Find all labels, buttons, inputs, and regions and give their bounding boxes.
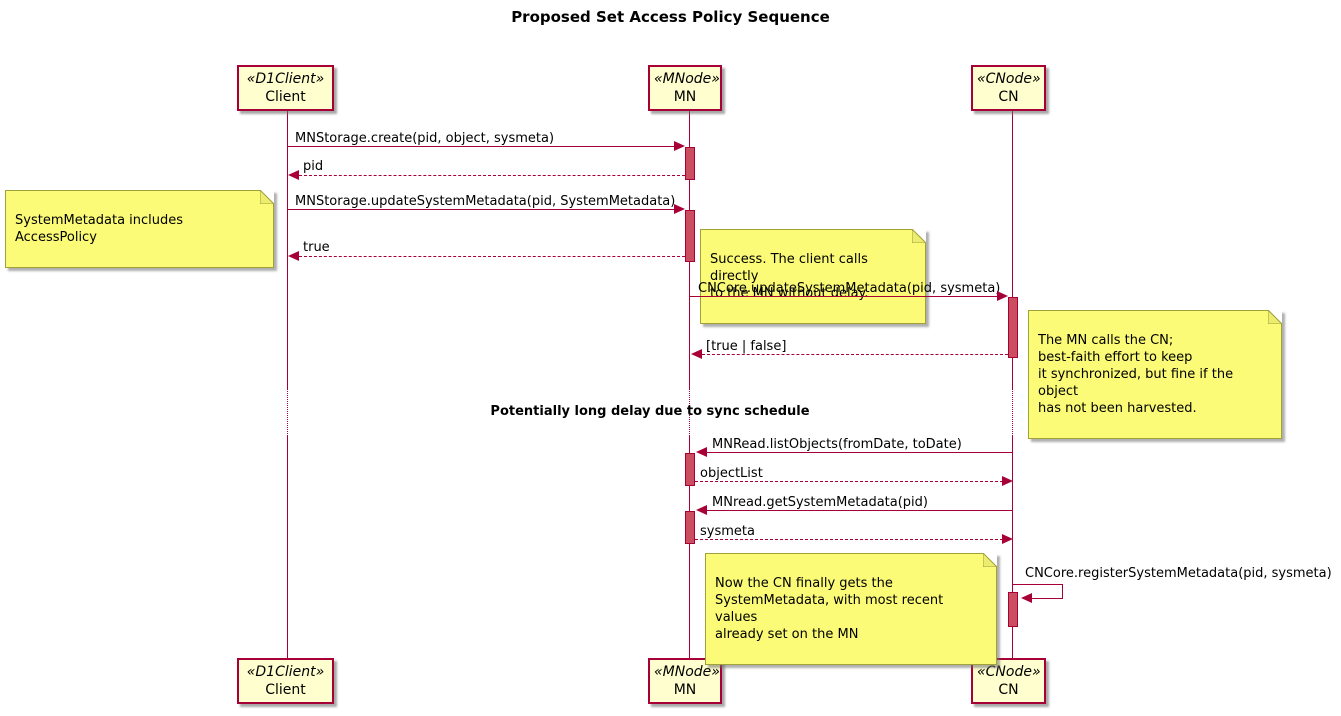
note-fold-icon [260,190,274,204]
note-fold-icon [983,553,997,567]
message-label: CNCore.updateSystemMetadata(pid, sysmeta… [698,281,1001,296]
self-message-vertical-line [1062,584,1063,598]
participant-mn-top: «MNode» MN [648,65,722,111]
message-label: true [303,240,330,255]
message-line [299,175,685,176]
message-line [707,510,1013,511]
arrowhead-left [691,349,702,359]
arrowhead-right [674,141,685,151]
lifeline-cn-delay [1012,389,1013,436]
participant-name: MN [673,682,697,698]
message-label: objectList [700,466,763,481]
arrowhead-right [674,204,685,214]
activation-mn-create [685,147,695,180]
note-mn-calls-cn: The MN calls the CN; best-faith effort t… [1028,310,1282,439]
participant-mn-bottom: «MNode» MN [648,658,722,704]
note-success: Success. The client calls directly to th… [700,229,926,324]
message-line [695,539,1003,540]
lifeline-mn-bottom [689,436,690,658]
participant-stereotype: «CNode» [977,71,1041,87]
message-line [690,296,998,297]
participant-name: CN [998,89,1019,105]
lifeline-cn-bottom [1012,436,1013,658]
arrowhead-right [997,291,1008,301]
participant-name: CN [998,682,1019,698]
arrowhead-right [1002,476,1013,486]
activation-mn-getsysmeta [685,511,695,544]
message-line [299,256,685,257]
message-label: MNStorage.updateSystemMetadata(pid, Syst… [295,194,676,209]
message-label: CNCore.registerSystemMetadata(pid, sysme… [1025,566,1332,581]
message-line [695,481,1003,482]
activation-cn-register [1008,592,1018,627]
lifeline-client-top [287,111,288,389]
message-label: [true | false] [706,339,787,354]
note-text: SystemMetadata includes AccessPolicy [15,213,184,245]
participant-stereotype: «MNode» [654,664,720,680]
participant-cn-top: «CNode» CN [971,65,1046,111]
lifeline-client-delay [287,389,288,436]
note-text: The MN calls the CN; best-faith effort t… [1038,333,1234,416]
participant-client-bottom: «D1Client» Client [237,658,334,704]
arrowhead-left [1021,593,1032,603]
message-label: MNRead.listObjects(fromDate, toDate) [712,437,962,452]
lifeline-client-bottom [287,436,288,658]
participant-name: Client [265,682,306,698]
note-cn-finally-gets: Now the CN finally gets the SystemMetada… [705,553,997,665]
self-message-bottom-line [1032,598,1063,599]
delay-label: Potentially long delay due to sync sched… [490,404,810,419]
arrowhead-right [1002,534,1013,544]
note-fold-icon [912,229,926,243]
self-message-top-line [1013,584,1063,585]
message-label: pid [303,159,324,174]
arrowhead-left [288,251,299,261]
note-text: Success. The client calls directly to th… [710,252,869,301]
message-label: MNread.getSystemMetadata(pid) [712,495,928,510]
message-label: MNStorage.create(pid, object, sysmeta) [295,131,555,146]
arrowhead-left [696,447,707,457]
lifeline-cn-top [1012,111,1013,389]
message-line [287,146,675,147]
activation-mn-listobjects [685,453,695,486]
participant-stereotype: «D1Client» [246,71,325,87]
note-text: Now the CN finally gets the SystemMetada… [715,576,944,642]
participant-stereotype: «D1Client» [246,664,325,680]
participant-name: MN [673,89,697,105]
diagram-title: Proposed Set Access Policy Sequence [511,8,830,26]
participant-client-top: «D1Client» Client [237,65,334,111]
participant-name: Client [265,89,306,105]
lifeline-mn-delay [689,389,690,436]
message-line [287,209,675,210]
message-label: sysmeta [700,524,755,539]
participant-stereotype: «CNode» [977,664,1041,680]
participant-stereotype: «MNode» [654,71,720,87]
activation-cn-update [1008,297,1018,358]
note-fold-icon [1268,310,1282,324]
participant-cn-bottom: «CNode» CN [971,658,1046,704]
message-line [702,354,1008,355]
message-line [707,452,1013,453]
activation-mn-update [685,210,695,262]
note-accesspolicy: SystemMetadata includes AccessPolicy [5,190,274,268]
arrowhead-left [696,505,707,515]
arrowhead-left [288,170,299,180]
